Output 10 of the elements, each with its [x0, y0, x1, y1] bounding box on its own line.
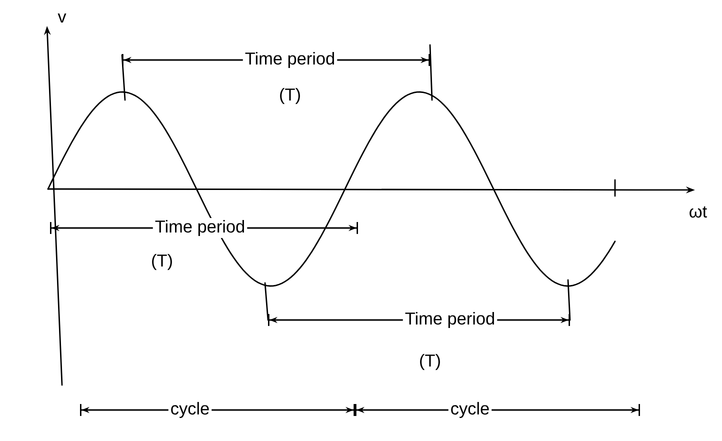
axis-label: ωt	[690, 206, 707, 218]
dimension-label: cycle	[168, 400, 212, 420]
dimension-label: Time period	[242, 50, 338, 70]
dimension-label: Time period	[402, 310, 498, 330]
dimension-label: (T)	[149, 252, 175, 272]
dimension-label: Time period	[152, 218, 248, 238]
axis-label: v	[58, 13, 66, 23]
dimension-label: (T)	[277, 86, 303, 106]
dimension-label: cycle	[448, 400, 492, 420]
dimension-label: (T)	[417, 352, 443, 372]
